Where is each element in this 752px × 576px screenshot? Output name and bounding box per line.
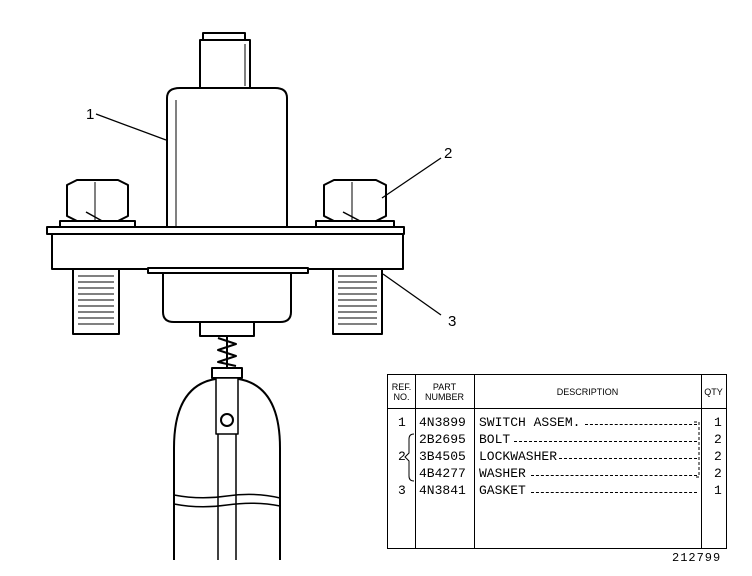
column-divider <box>701 375 702 548</box>
right-bolt-thread <box>332 268 383 335</box>
spring <box>217 336 237 372</box>
header-part-line1: PART <box>432 381 457 392</box>
lower-body <box>162 272 292 323</box>
group-bracket <box>404 433 415 482</box>
row-2-desc: BOLT <box>479 432 511 447</box>
header-ref-no: REF. NO. <box>388 375 415 408</box>
header-description-text: DESCRIPTION <box>556 386 619 397</box>
row-5-qty: 1 <box>714 483 722 498</box>
callout-2: 2 <box>444 145 452 162</box>
row-5-part: 4N3841 <box>419 483 466 498</box>
leader-lines <box>95 113 442 316</box>
header-description: DESCRIPTION <box>474 375 701 408</box>
row-3-qty: 2 <box>714 449 722 464</box>
row-1-qty: 1 <box>714 415 722 430</box>
header-qty-text: QTY <box>704 386 723 397</box>
row-1-desc: SWITCH ASSEM. <box>479 415 581 430</box>
header-part-number: PART NUMBER <box>415 375 474 408</box>
leader-dashes <box>559 458 697 459</box>
row-2-part: 2B2695 <box>419 432 466 447</box>
switch-housing <box>166 87 288 231</box>
parts-list-table: REF. NO. PART NUMBER DESCRIPTION QTY 1 4… <box>387 374 727 549</box>
header-part-line2: NUMBER <box>424 391 464 402</box>
qty-bracket <box>694 421 700 478</box>
leader-dashes <box>531 475 697 476</box>
row-5-desc: GASKET <box>479 483 526 498</box>
row-1-part: 4N3899 <box>419 415 466 430</box>
row-3-part: 3B4505 <box>419 449 466 464</box>
header-divider <box>388 408 726 409</box>
leader-dashes <box>531 492 697 493</box>
column-divider <box>415 375 416 548</box>
drawing-number: 212799 <box>672 551 722 565</box>
terminal-cap <box>199 32 251 91</box>
row-3-ref: 2 <box>398 449 406 464</box>
row-4-desc: WASHER <box>479 466 526 481</box>
leader-dashes <box>585 424 697 425</box>
row-4-part: 4B4277 <box>419 466 466 481</box>
callout-3: 3 <box>448 313 456 330</box>
row-1-ref: 1 <box>398 415 406 430</box>
column-divider <box>474 375 475 548</box>
plunger-collar <box>199 321 255 337</box>
row-5-ref: 3 <box>398 483 406 498</box>
header-qty: QTY <box>701 375 726 408</box>
row-2-qty: 2 <box>714 432 722 447</box>
header-ref-line2: NO. <box>393 391 410 402</box>
right-bolt-head <box>315 179 395 228</box>
callout-1: 1 <box>86 106 94 123</box>
left-bolt-head <box>59 179 136 228</box>
row-3-desc: LOCKWASHER <box>479 449 558 464</box>
header-ref-line1: REF. <box>391 381 412 392</box>
mounting-flange <box>46 226 405 270</box>
leader-dashes <box>514 441 697 442</box>
row-4-qty: 2 <box>714 466 722 481</box>
float <box>173 367 281 560</box>
left-bolt-thread <box>72 268 120 335</box>
